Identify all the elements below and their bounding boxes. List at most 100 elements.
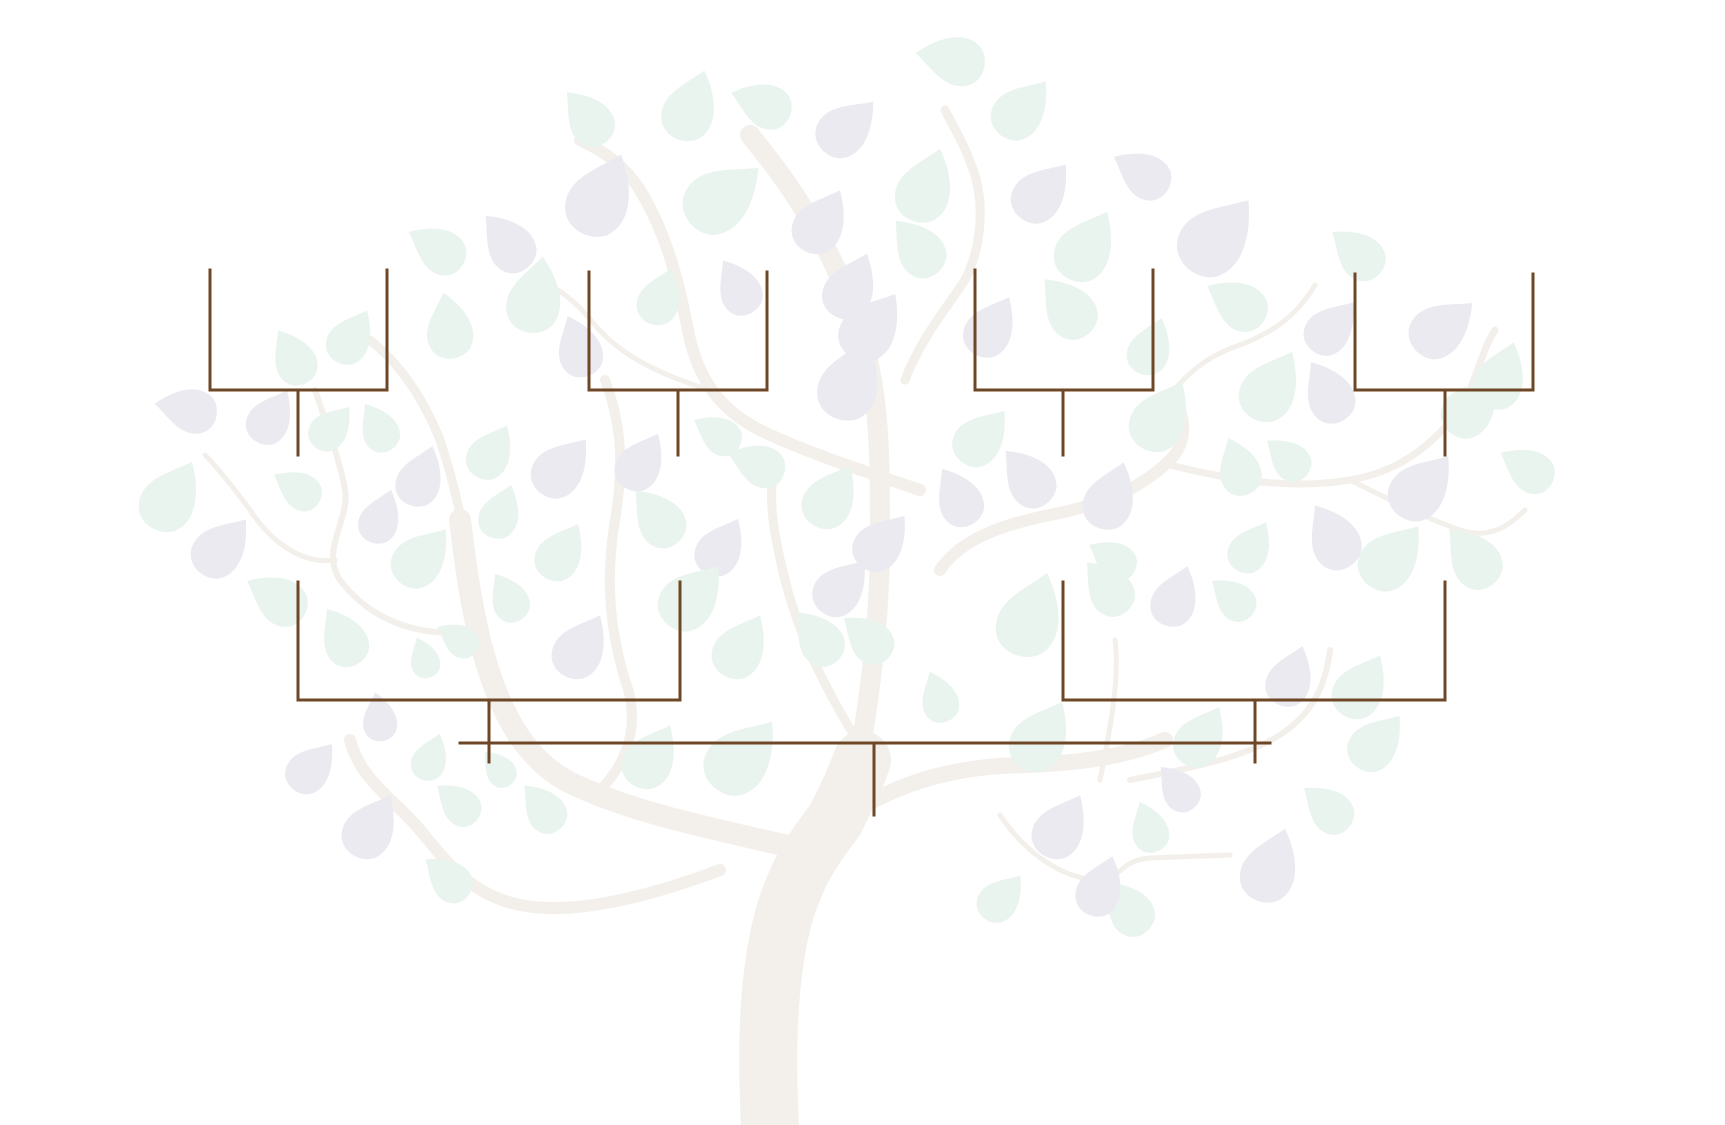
great-grandparents-bracket-4[interactable]	[1353, 272, 1535, 457]
pedigree-brackets	[208, 268, 1535, 817]
leaf-green	[506, 256, 561, 333]
leaf-lavender	[363, 692, 398, 742]
leaf-green	[465, 425, 511, 480]
leaf-green	[1357, 526, 1419, 592]
leaf-lavender	[1408, 303, 1473, 360]
leaf-green	[894, 148, 951, 223]
leaf-green	[390, 529, 447, 589]
grandparents-bracket-2[interactable]	[1061, 580, 1447, 764]
leaf-lavender	[565, 154, 629, 237]
leaf-lavender	[963, 297, 1013, 358]
branch-right-twig	[1097, 637, 1119, 783]
leaf-green	[425, 859, 473, 904]
leaf-green	[1332, 231, 1386, 282]
leaf-green	[728, 445, 786, 489]
leaf-green	[895, 220, 947, 279]
leaf-green	[976, 875, 1021, 923]
leaf-lavender	[1177, 200, 1250, 278]
branch-right-sprig	[1167, 282, 1318, 398]
leaf-lavender	[694, 518, 742, 577]
leaf-green	[524, 785, 568, 834]
leaf-green	[703, 721, 773, 796]
branch-left-sprig	[202, 452, 338, 564]
leaf-green	[1132, 801, 1170, 853]
leaf-lavender	[1311, 505, 1362, 571]
leaf-green	[995, 573, 1059, 658]
leaf-lavender	[822, 253, 873, 320]
leaf-green	[427, 292, 474, 359]
leaf-lavender	[358, 489, 399, 544]
leaf-green	[492, 574, 530, 623]
leaf-lavender	[614, 433, 662, 492]
leaf-green	[1449, 529, 1503, 590]
leaf-green	[1267, 440, 1312, 482]
leaf-green	[1440, 379, 1497, 439]
leaf-green	[484, 751, 517, 788]
leaf-lavender	[1005, 450, 1057, 509]
leaf-green	[843, 617, 895, 665]
leaf-green	[275, 330, 318, 386]
leaf-lavender	[245, 390, 291, 445]
leaf-lavender	[812, 560, 865, 618]
leaf-green	[247, 577, 308, 627]
leaf-green	[731, 84, 792, 130]
leaf-green	[922, 671, 960, 723]
great-grandparents-bracket-3[interactable]	[973, 268, 1155, 457]
leaf-green	[915, 37, 985, 87]
leaf-lavender	[1150, 566, 1196, 627]
leaf-lavender	[530, 439, 587, 499]
leaf-green	[1128, 381, 1187, 453]
leaf-lavender	[1308, 362, 1356, 424]
leaf-green	[1347, 715, 1400, 773]
leaf-lavender	[1031, 795, 1084, 860]
leaf-lavender	[341, 795, 394, 860]
branch-left-far	[344, 734, 726, 915]
leaf-green	[1500, 449, 1555, 495]
leaf-green	[325, 310, 371, 365]
leaf-lavender	[1082, 462, 1133, 530]
leaf-lavender	[720, 260, 763, 316]
leaf-lavender	[559, 316, 604, 378]
parents-bracket[interactable]	[458, 741, 1272, 817]
leaf-green	[1238, 351, 1297, 423]
leaf-green	[1044, 279, 1098, 340]
leaf-green	[661, 70, 714, 142]
leaf-green	[1227, 522, 1269, 574]
leaf-lavender	[1160, 767, 1201, 813]
branch-center-twig	[537, 277, 713, 393]
great-grandparents-bracket-2[interactable]	[587, 270, 769, 457]
leaf-green	[308, 407, 350, 452]
leaf-green	[635, 490, 687, 549]
leaf-lavender	[285, 743, 333, 795]
leaf-green	[1331, 655, 1384, 720]
leaf-lavender	[939, 468, 984, 528]
leaf-green	[1212, 580, 1257, 622]
leaf-green	[408, 228, 467, 276]
leaf-green	[534, 523, 582, 582]
branch-left-lower	[449, 509, 816, 861]
leaf-green	[437, 624, 480, 659]
leaf-green	[1008, 701, 1067, 773]
leaf-green	[1303, 787, 1355, 835]
leaf-lavender	[817, 339, 878, 421]
leaf-green	[694, 417, 742, 457]
trunk-main	[739, 731, 891, 1125]
leaf-green	[411, 637, 441, 679]
leaf-green	[362, 404, 400, 453]
leaf-green	[274, 472, 322, 512]
leaf-green	[657, 566, 719, 632]
leaf-lavender	[791, 190, 844, 255]
leaf-green	[952, 410, 1005, 468]
leaf-green	[1173, 707, 1223, 768]
branch-left-mid	[595, 375, 637, 795]
leaf-green	[796, 612, 846, 667]
grandparents-bracket-1[interactable]	[296, 580, 682, 764]
branch-center-left	[574, 134, 926, 496]
leaf-green	[990, 81, 1047, 141]
leaf-green	[437, 785, 482, 827]
leaf-green	[682, 167, 759, 235]
leaf-green	[801, 465, 854, 530]
great-grandparents-bracket-1[interactable]	[208, 268, 389, 457]
